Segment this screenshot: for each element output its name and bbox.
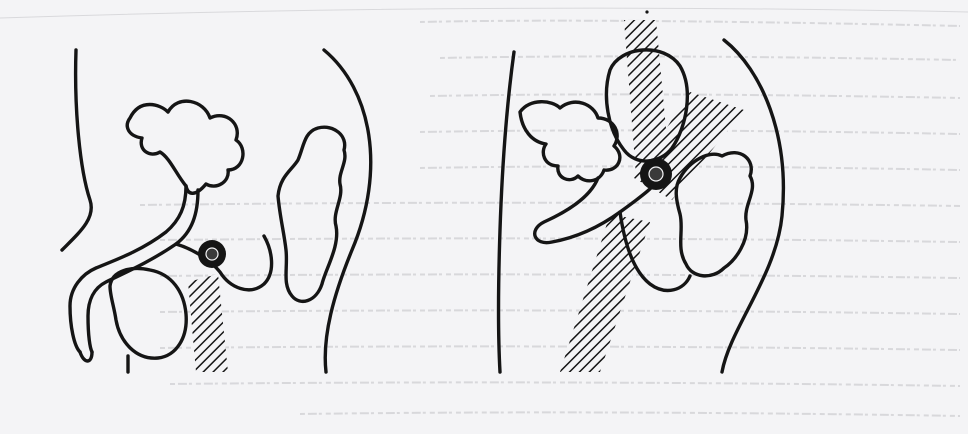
sphincter-ring-left-core [206,248,218,260]
ink-speck [645,10,648,13]
sphincter-ring-right-core [649,167,663,181]
